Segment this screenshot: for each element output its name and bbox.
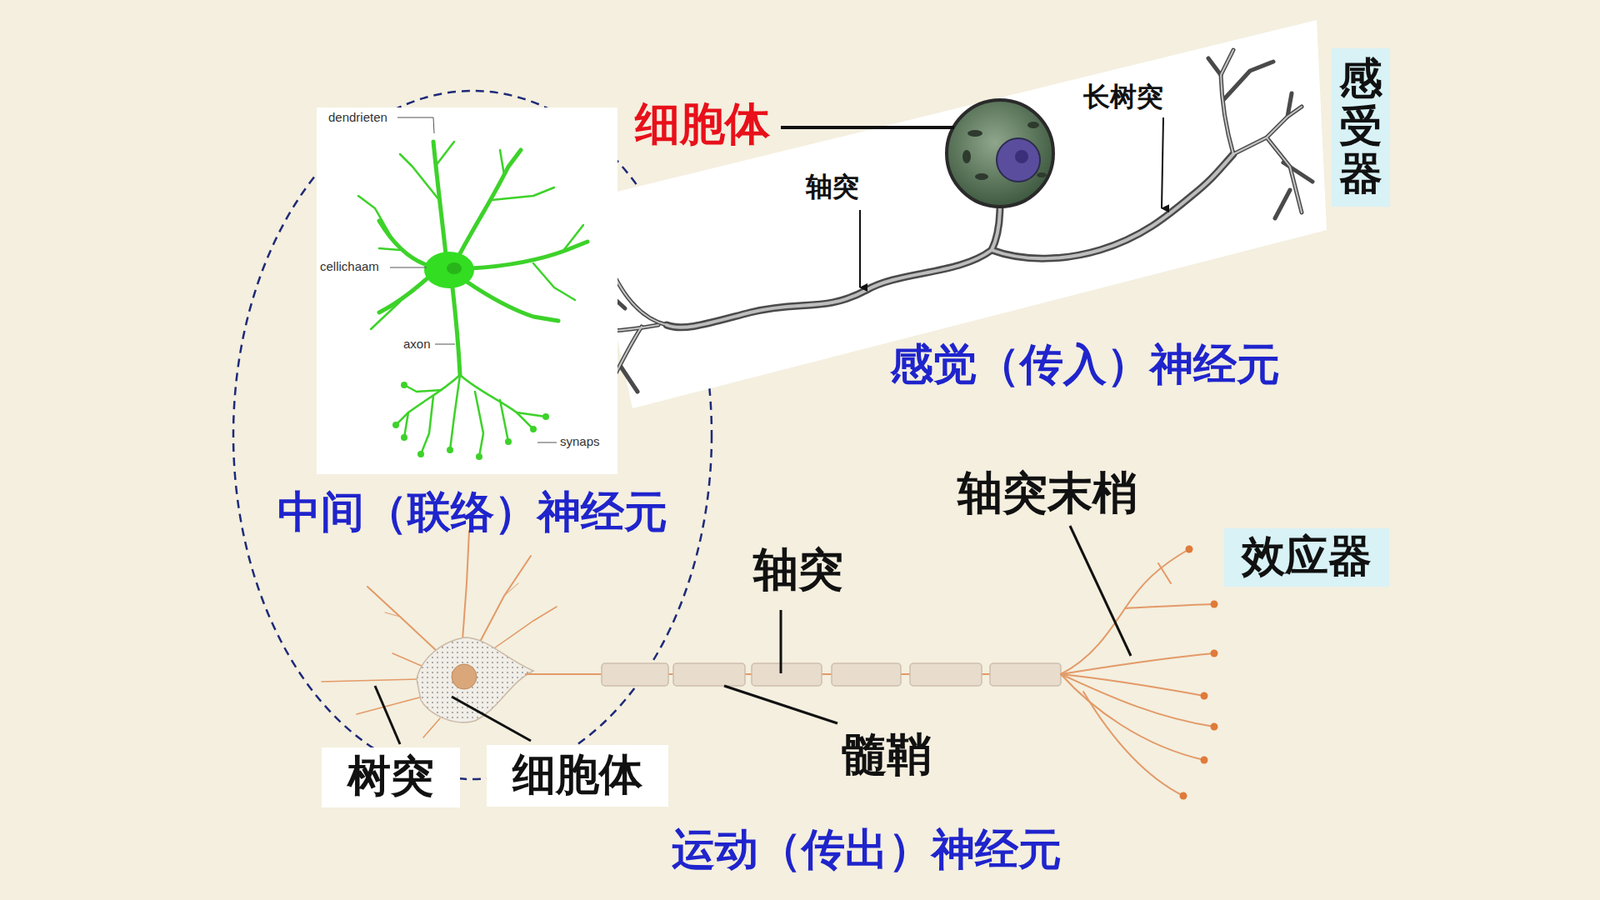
axon-terminal-label: 轴突末梢 <box>957 467 1138 520</box>
leader-arrow <box>859 210 861 288</box>
interneuron-region: 中间（联络）神经元 <box>230 88 715 782</box>
neuron-type-title: 感觉（传入）神经元 <box>890 340 1280 390</box>
axon-label: 轴突 <box>805 171 860 203</box>
motor-dendrites <box>321 530 557 738</box>
sensory-cell-body <box>946 100 1054 207</box>
nucleolus <box>1015 150 1029 164</box>
terminal-dots <box>1180 545 1219 800</box>
label-anchor: cellichaam <box>320 259 380 275</box>
myelin-label: 髓鞘 <box>841 729 932 781</box>
myelin-sheath <box>601 663 1061 686</box>
label-anchor: 感觉（传入）神经元 <box>890 340 1280 390</box>
node-text: 细胞体 <box>511 750 644 800</box>
receptor-box: 感受器 <box>1331 48 1390 207</box>
dashed-ellipse <box>230 88 715 782</box>
label-anchor: 轴突 <box>753 544 844 596</box>
interneuron <box>358 141 588 457</box>
axon-label: 轴突 <box>753 544 844 596</box>
neuron-type-title: 运动（传出）神经元 <box>671 825 1062 875</box>
nucleus <box>996 138 1040 182</box>
label-anchor: 细胞体 <box>635 98 770 150</box>
label-anchor: 轴突末梢 <box>957 467 1138 520</box>
sensory-neuron <box>583 50 1313 402</box>
interneuron-nucleus <box>446 262 462 275</box>
label-anchor: axon <box>403 336 431 352</box>
part-label: dendrieten <box>328 110 388 125</box>
part-label: cellichaam <box>320 259 380 275</box>
label-anchor: 轴突 <box>805 171 860 203</box>
label-anchor: 长树突 <box>1083 81 1164 113</box>
panel-leaders <box>390 117 557 443</box>
node-text: 效应器 <box>1240 531 1373 582</box>
label-anchor: 运动（传出）神经元 <box>671 825 1062 875</box>
cell-body-label: 细胞体 <box>635 98 770 150</box>
interneuron-panel <box>316 107 618 475</box>
label-anchor: 髓鞘 <box>841 729 932 781</box>
axon-terminal <box>1060 549 1215 796</box>
synapse-terminals <box>392 381 550 460</box>
sensory-band <box>586 20 1327 409</box>
leader-arrow <box>1161 117 1164 209</box>
label-anchor: synaps <box>560 434 600 450</box>
dendrite-label: 长树突 <box>1083 81 1164 113</box>
node-text: 树突 <box>346 751 435 802</box>
motor-nucleus <box>451 664 477 690</box>
part-label: axon <box>403 336 431 352</box>
dashed-ellipse-outline <box>233 90 712 780</box>
dendrite-box: 树突 <box>321 747 460 808</box>
label-anchor: dendrieten <box>328 110 388 125</box>
part-label: synaps <box>560 434 600 450</box>
interneuron-soma <box>424 251 475 289</box>
node-text: 感受器 <box>1339 55 1383 199</box>
region-title: 中间（联络）神经元 <box>277 487 668 538</box>
cell-body-box: 细胞体 <box>486 745 669 807</box>
motor-leaders <box>375 525 1131 745</box>
effector-box: 效应器 <box>1224 528 1390 587</box>
leader-line <box>780 125 955 130</box>
